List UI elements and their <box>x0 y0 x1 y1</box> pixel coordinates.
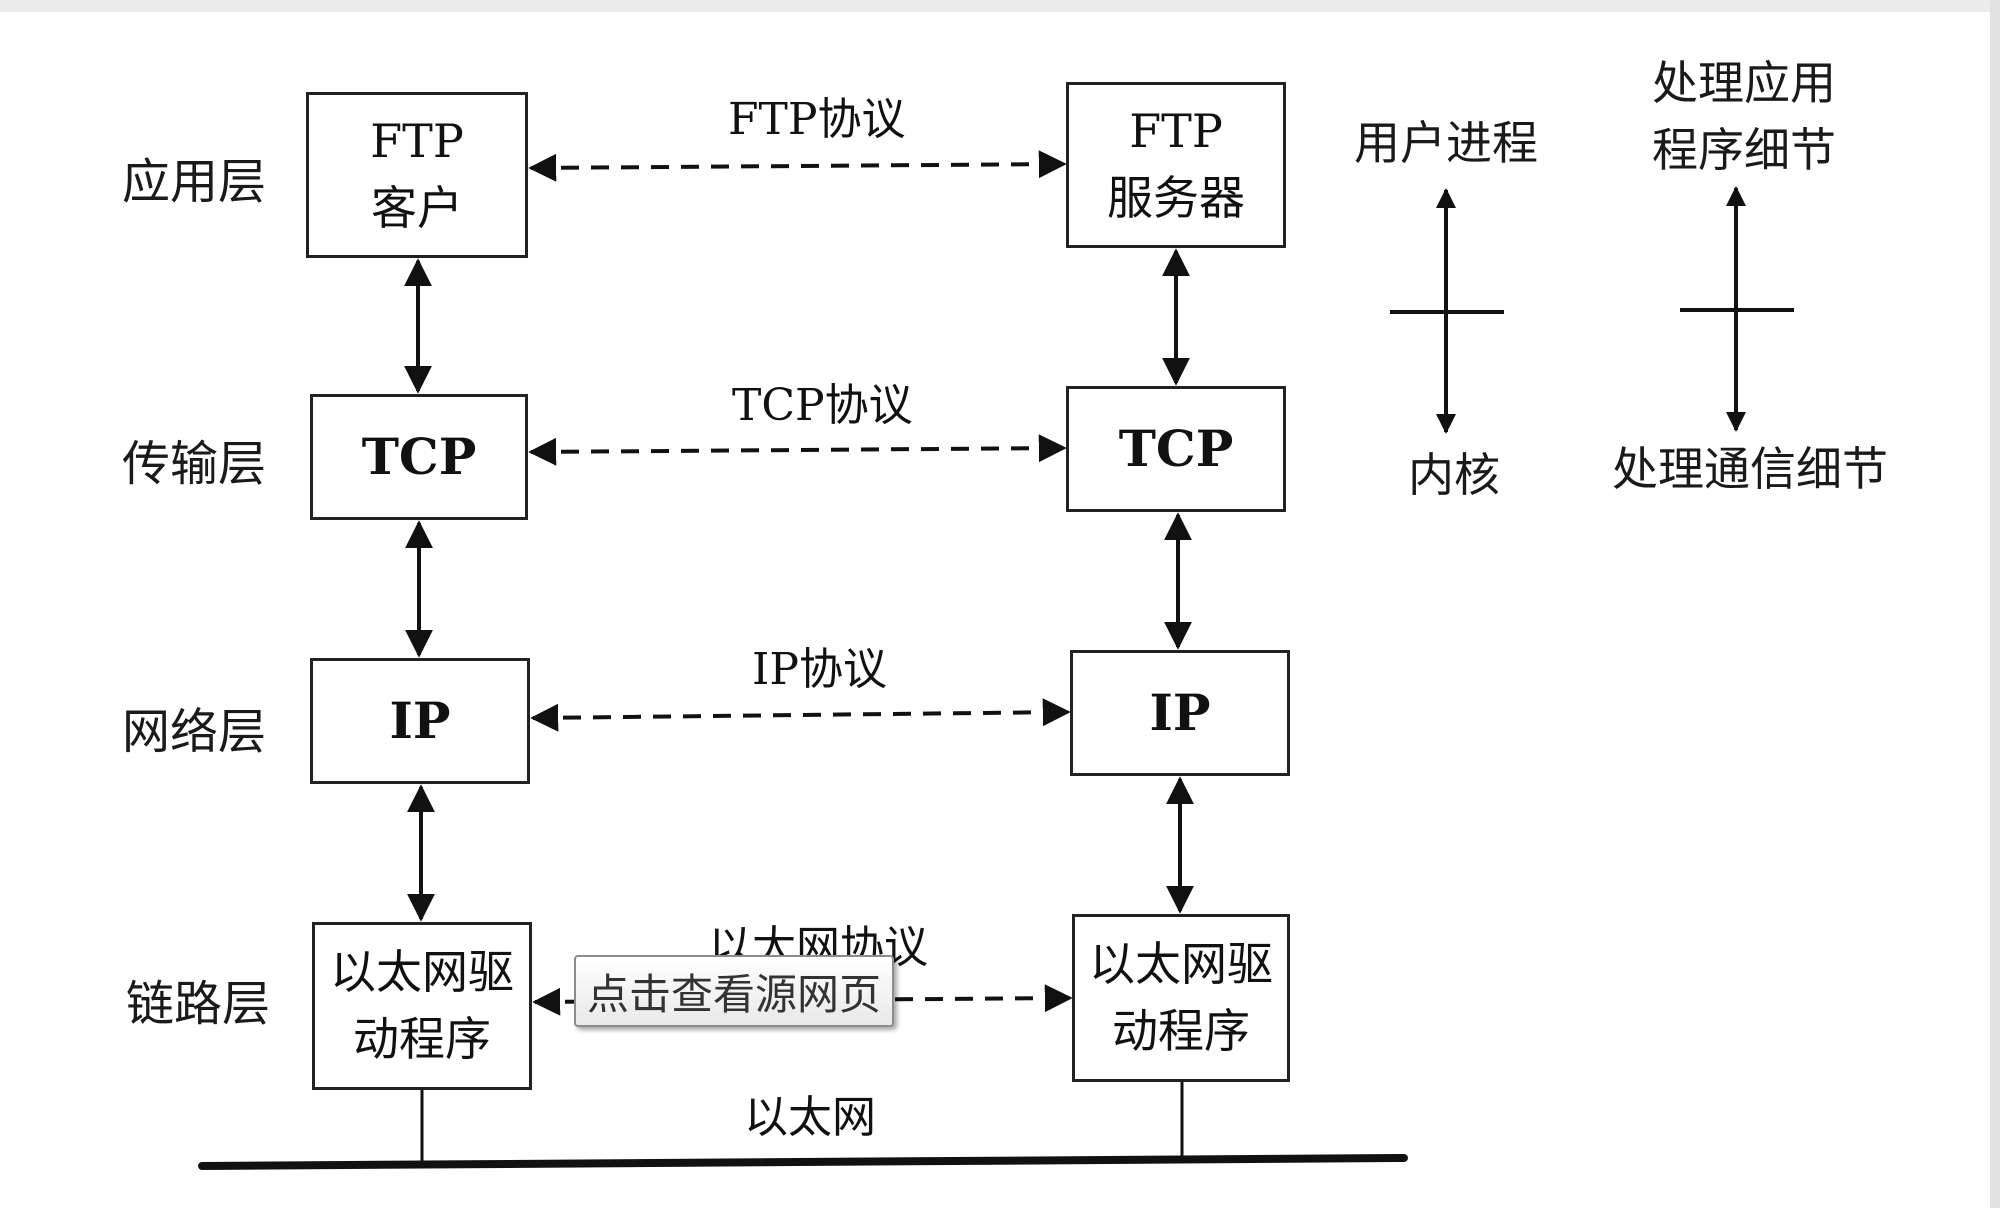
layer-label-link: 链路层 <box>126 976 271 1032</box>
server-ip-text: IP <box>1149 682 1211 742</box>
server-ftp-text: FTP 服务器 <box>1107 104 1245 225</box>
view-source-tooltip[interactable]: 点击查看源网页 <box>574 955 894 1027</box>
client-ethernet-driver-box: 以太网驱 动程序 <box>312 922 532 1090</box>
legend-comm-details: 处理通信细节 <box>1612 442 1888 496</box>
client-tcp-box: TCP <box>310 394 528 520</box>
legend-app-details: 处理应用 程序细节 <box>1652 56 1836 177</box>
server-ethernet-driver-box: 以太网驱 动程序 <box>1072 914 1290 1082</box>
client-ethernet-driver-text: 以太网驱 动程序 <box>330 945 514 1066</box>
server-ftp-box: FTP 服务器 <box>1066 82 1286 248</box>
server-ip-box: IP <box>1070 650 1290 776</box>
server-tcp-box: TCP <box>1066 386 1286 512</box>
server-ethernet-driver-text: 以太网驱 动程序 <box>1089 937 1273 1058</box>
layer-label-network: 网络层 <box>122 704 267 760</box>
peer-arrow-tcp <box>528 434 1067 466</box>
legend-user-process: 用户进程 <box>1354 116 1538 170</box>
protocol-label-tcp: TCP协议 <box>732 380 913 431</box>
client-ftp-box: FTP 客户 <box>306 92 528 258</box>
layer-label-app: 应用层 <box>122 154 267 210</box>
peer-arrow-ftp <box>528 150 1067 182</box>
client-ip-box: IP <box>310 658 530 784</box>
client-tcp-text: TCP <box>361 426 477 486</box>
right-scroll-edge <box>1990 0 2000 1208</box>
peer-arrow-ip <box>530 698 1071 732</box>
protocol-label-ip: IP协议 <box>752 644 887 695</box>
medium-label: 以太网 <box>744 1092 876 1143</box>
legend-kernel: 内核 <box>1408 448 1500 502</box>
client-ip-text: IP <box>389 690 451 750</box>
server-tcp-text: TCP <box>1118 418 1234 478</box>
layer-label-transport: 传输层 <box>122 436 267 492</box>
protocol-label-ftp: FTP协议 <box>728 94 906 145</box>
ethernet-bus-line <box>198 1154 1408 1170</box>
top-bar <box>0 0 2000 12</box>
client-ftp-text: FTP 客户 <box>370 114 464 235</box>
